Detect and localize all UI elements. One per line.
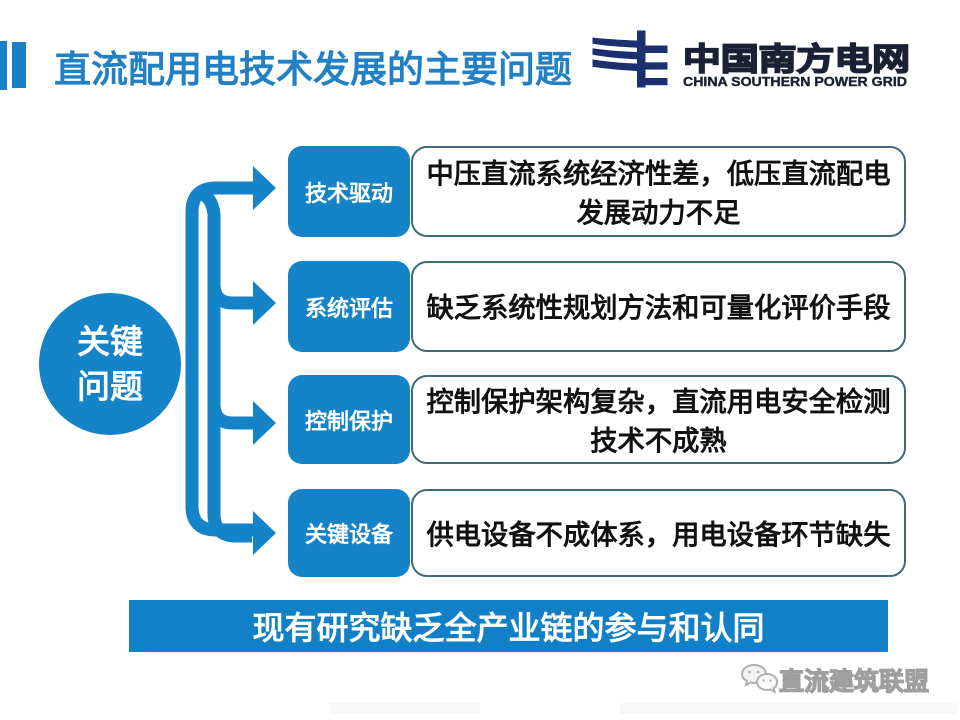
svg-text:中国南方电网: 中国南方电网 [683,42,910,77]
svg-text:CHINA SOUTHERN POWER GRID: CHINA SOUTHERN POWER GRID [683,74,907,89]
